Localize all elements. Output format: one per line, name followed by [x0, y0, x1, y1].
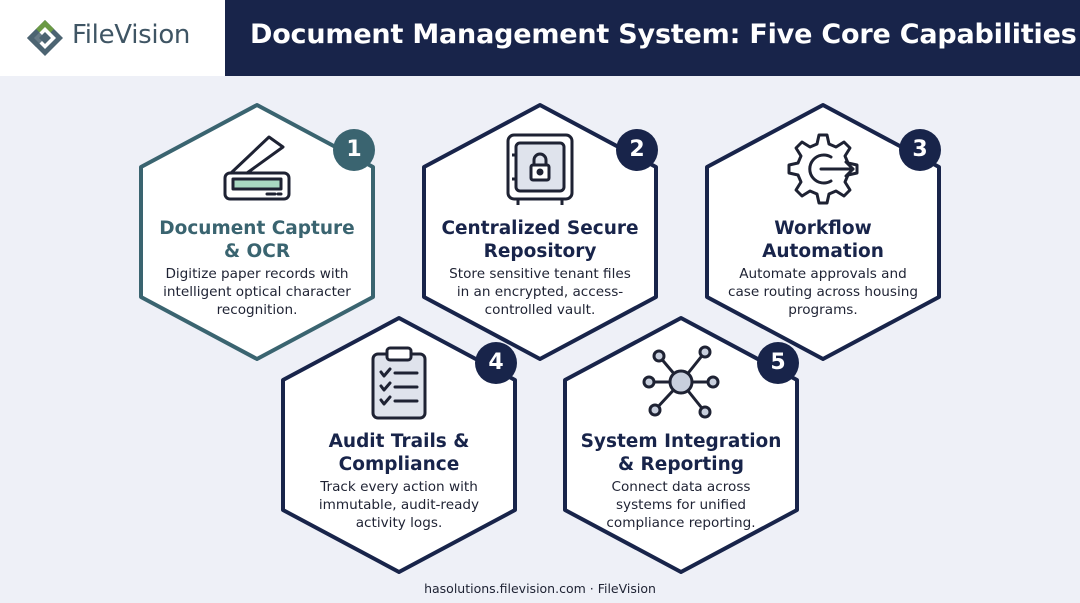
hexagon-shape: [139, 103, 375, 361]
description-line: compliance reporting.: [606, 515, 756, 531]
logo-area: FileVision: [0, 0, 225, 76]
vault-lock-icon: [506, 133, 574, 205]
description-line: in an encrypted, access-: [456, 284, 624, 300]
step-number-badge: 2: [616, 129, 658, 171]
capability-title-line: & OCR: [223, 241, 291, 262]
step-number-badge: 4: [475, 342, 517, 384]
step-number-badge: 3: [899, 129, 941, 171]
capability-title-line: System Integration: [580, 431, 782, 452]
hexagon-shape: [705, 103, 941, 361]
capability-title-line: Compliance: [338, 454, 460, 475]
capability-hex-1: 1 Document Capture & OCR Digitize paper …: [131, 99, 383, 365]
capability-description: Automate approvals and case routing acro…: [717, 265, 929, 319]
description-line: recognition.: [216, 302, 298, 318]
description-line: Connect data across: [611, 479, 751, 495]
capability-title: Document Capture & OCR: [147, 217, 367, 263]
page-title: Document Management System: Five Core Ca…: [250, 19, 1077, 50]
capability-title-line: & Reporting: [617, 454, 745, 475]
filevision-logo-icon: [27, 20, 63, 56]
description-line: Track every action with: [320, 479, 478, 495]
capability-title: Centralized Secure Repository: [430, 217, 650, 263]
capability-title-line: Automation: [762, 241, 884, 262]
description-line: Digitize paper records with: [165, 266, 349, 282]
clipboard-checklist-icon: [371, 346, 427, 420]
description-line: Store sensitive tenant files: [449, 266, 631, 282]
network-hub-icon: [642, 345, 720, 419]
description-line: programs.: [788, 302, 858, 318]
description-line: controlled vault.: [484, 302, 596, 318]
capability-description: Track every action with immutable, audit…: [293, 478, 505, 532]
capability-hex-3: 3 Workflow Automation Automate approvals…: [697, 99, 949, 365]
hexagon-shape: [563, 316, 799, 574]
description-line: immutable, audit-ready: [318, 497, 480, 513]
capability-description: Store sensitive tenant files in an encry…: [434, 265, 646, 319]
capability-title-line: Repository: [483, 241, 597, 262]
header: FileVision Document Management System: F…: [0, 0, 1080, 76]
gear-arrow-icon: [787, 133, 859, 205]
capability-title: System Integration & Reporting: [571, 430, 791, 476]
step-number-badge: 5: [757, 342, 799, 384]
capability-description: Digitize paper records with intelligent …: [151, 265, 363, 319]
description-line: systems for unified: [615, 497, 747, 513]
footer-credit: hasolutions.filevision.com · FileVision: [424, 581, 656, 596]
capability-title: Workflow Automation: [713, 217, 933, 263]
capability-hex-5: 5 System Integration & Reporting Connect…: [555, 312, 807, 578]
step-number-badge: 1: [333, 129, 375, 171]
capability-title-line: Workflow: [774, 218, 872, 239]
description-line: case routing across housing: [727, 284, 918, 300]
capability-hex-2: 2 Centralized Secure Repository Store se…: [414, 99, 666, 365]
hexagon-shape: [422, 103, 658, 361]
brand-name: FileVision: [72, 20, 191, 50]
capability-title: Audit Trails & Compliance: [289, 430, 509, 476]
description-line: activity logs.: [355, 515, 443, 531]
title-bar: Document Management System: Five Core Ca…: [225, 0, 1080, 76]
capability-title-line: Centralized Secure: [441, 218, 639, 239]
capability-description: Connect data across systems for unified …: [575, 478, 787, 532]
hexagon-shape: [281, 316, 517, 574]
capability-title-line: Audit Trails &: [328, 431, 470, 452]
capability-title-line: Document Capture: [159, 218, 355, 239]
capability-hex-4: 4 Audit Trails & Compliance Track every …: [273, 312, 525, 578]
description-line: Automate approvals and: [739, 266, 907, 282]
description-line: intelligent optical character: [163, 284, 351, 300]
scanner-icon: [223, 135, 291, 201]
